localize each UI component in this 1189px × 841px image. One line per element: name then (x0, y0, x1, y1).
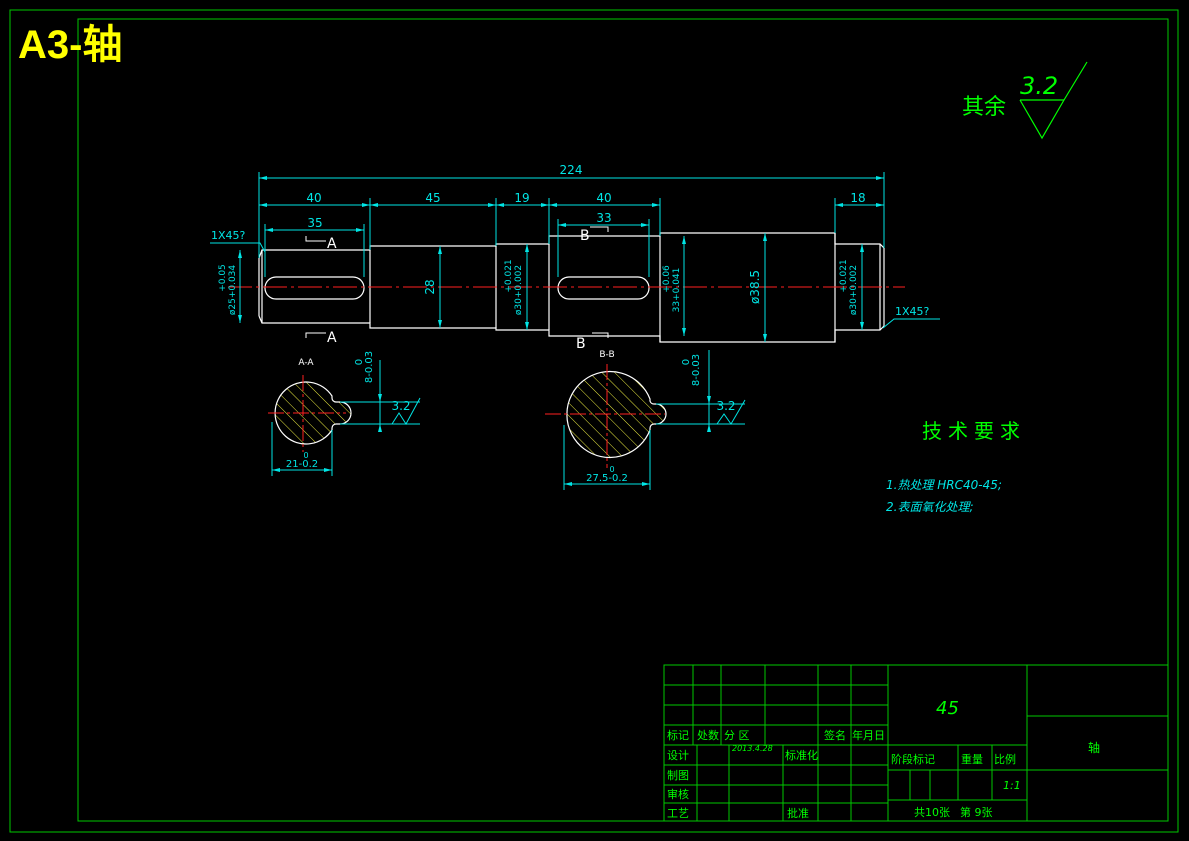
tb-sheets: 共10张 (914, 806, 950, 819)
tech-line-1: 1.热处理 HRC40-45; (886, 478, 1002, 492)
chamfer-texts: 1X45? 1X45? (211, 229, 930, 318)
tb-date: 2013.4.28 (732, 744, 773, 753)
section-b-key-tol: 0 (681, 359, 692, 365)
dim-seg2: 45 (425, 191, 440, 205)
dim-key1: 35 (307, 216, 322, 230)
section-b-view-label: B-B (599, 350, 614, 360)
chamfer-left-text: 1X45? (211, 229, 246, 242)
tb-date-head: 年月日 (852, 728, 885, 742)
section-markers (305, 226, 609, 338)
leader-chamfer-left (210, 242, 266, 253)
section-b-key-width: 8-0.03 (691, 354, 702, 386)
roughness-prefix: 其余 (962, 95, 1006, 120)
dim-d5: ø38.5 (748, 270, 762, 304)
title-block (663, 664, 1169, 822)
section-a-depth: 21-0.2 (286, 459, 318, 470)
dim-d1-tol: +0.05 (218, 264, 228, 292)
roughness-value: 3.2 (1020, 72, 1058, 100)
shaft-profile-bottom (258, 315, 885, 343)
section-b-roughness: 3.2 (716, 399, 735, 413)
dim-seg1: 40 (306, 191, 321, 205)
section-b-top: B (580, 228, 590, 244)
shaft-profile-top (258, 232, 885, 259)
inner-frame (77, 18, 1169, 822)
dim-d4-tol: +0.06 (662, 265, 672, 293)
section-a-view-label: A-A (298, 358, 314, 368)
section-a-depth-tol: 0 (303, 451, 308, 460)
tb-stage: 阶段标记 (891, 752, 935, 766)
tb-scale: 1:1 (1003, 779, 1021, 792)
tb-scale-label: 比例 (994, 752, 1016, 766)
tb-design: 设计 (667, 749, 689, 762)
tech-requirements: 技术要求 1.热处理 HRC40-45; 2.表面氧化处理; (886, 419, 1026, 514)
tb-count: 处数 (697, 729, 719, 742)
title-block-texts: 标记 处数 分 区 签名 年月日 设计 2013.4.28 标准化 制图 审核 … (667, 698, 1100, 820)
sheet-title: A3-轴 (18, 23, 122, 67)
dim-d6: ø30+0.002 (849, 265, 859, 315)
chamfer-right-text: 1X45? (895, 305, 930, 318)
tb-material: 45 (936, 698, 959, 719)
section-b-depth-tol: 0 (609, 465, 614, 474)
dimension-lines (210, 172, 940, 342)
dim-overall: 224 (560, 163, 583, 177)
tb-standard: 标准化 (785, 748, 818, 762)
dimension-arrows (238, 176, 884, 342)
dim-d1: ø25+0.034 (228, 265, 238, 316)
section-a-top: A (327, 236, 337, 252)
dim-d2: 28 (423, 279, 437, 294)
dim-d3-tol: +0.021 (504, 259, 514, 292)
keyway-left (264, 276, 365, 300)
tb-weight: 重量 (961, 752, 983, 766)
section-view-b: 8-0.03 0 27.5-0.2 0 3.2 B-B (545, 350, 746, 490)
section-a-roughness: 3.2 (391, 399, 410, 413)
dim-d6-tol: +0.021 (839, 259, 849, 292)
tb-sign: 签名 (824, 728, 846, 742)
dim-d3: ø30+0.002 (514, 265, 524, 315)
tb-check: 审核 (667, 787, 689, 801)
tech-line-2: 2.表面氧化处理; (886, 500, 974, 514)
dim-seg5: 18 (850, 191, 865, 205)
section-a-key-width: 8-0.03 (364, 351, 375, 383)
dimension-texts: 224 40 45 19 40 18 35 33 28 ø38.5 (306, 163, 865, 304)
dim-d4: 33+0.041 (672, 268, 682, 313)
tb-sheet-no: 第 9张 (960, 805, 993, 819)
tb-mark: 标记 (667, 728, 689, 742)
dim-seg4: 40 (596, 191, 611, 205)
tb-process: 工艺 (667, 807, 689, 820)
roughness-symbol: 其余 3.2 (962, 61, 1088, 140)
section-b-depth: 27.5-0.2 (586, 473, 628, 484)
dim-key2: 33 (596, 211, 611, 225)
tech-heading: 技术要求 (922, 419, 1026, 443)
section-view-a: 8-0.03 0 21-0.2 0 3.2 A-A (268, 351, 421, 476)
section-a-key-tol: 0 (354, 359, 365, 365)
section-a-bottom: A (327, 330, 337, 346)
section-b-bottom: B (576, 336, 586, 352)
tb-zone: 分 区 (724, 729, 750, 742)
dim-seg3: 19 (514, 191, 529, 205)
tb-drawing: 制图 (667, 769, 689, 782)
keyway-right (557, 276, 650, 300)
diameter-texts: ø25+0.034 +0.05 ø30+0.002 +0.021 33+0.04… (218, 259, 859, 315)
outer-frame (9, 9, 1179, 833)
leader-chamfer-right (882, 318, 940, 329)
tb-approve: 批准 (787, 806, 809, 820)
section-letters: A A B B (327, 228, 590, 352)
tb-part-name: 轴 (1088, 740, 1100, 755)
